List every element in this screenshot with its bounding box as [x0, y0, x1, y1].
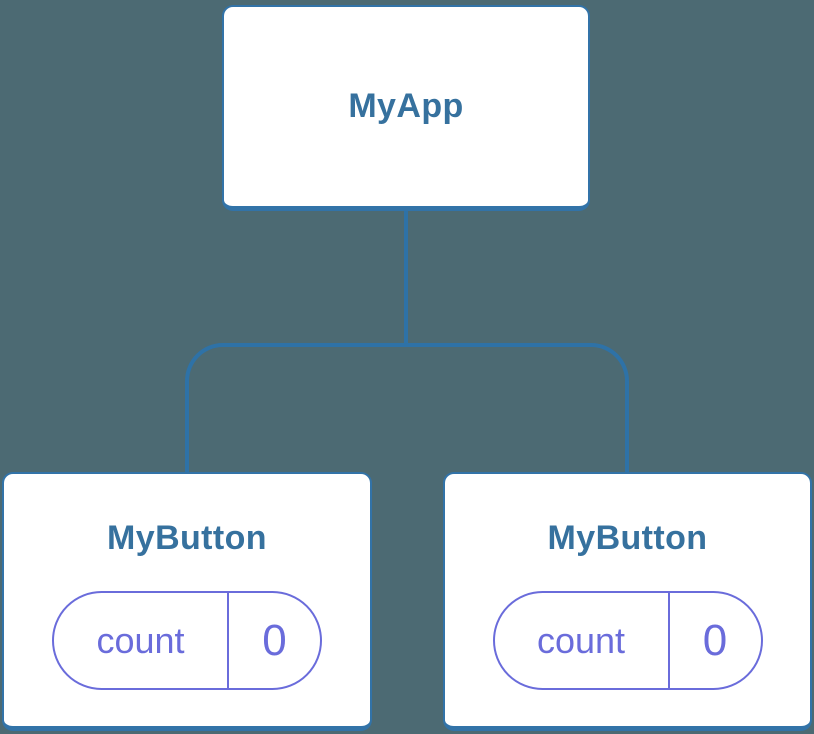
node-myapp: MyApp	[222, 5, 590, 211]
node-mybutton-left-label: MyButton	[107, 519, 267, 557]
node-mybutton-right-label: MyButton	[547, 519, 708, 557]
state-pill-right: count 0	[492, 591, 763, 690]
connector-stem-line	[404, 211, 408, 347]
state-key-left: count	[96, 619, 185, 661]
state-pill-left: count 0	[52, 591, 322, 690]
node-mybutton-right: MyButton count 0	[443, 472, 812, 731]
state-value-right: 0	[667, 593, 761, 688]
node-mybutton-left: MyButton count 0	[2, 472, 372, 731]
state-key-right: count	[536, 619, 626, 661]
state-value-left: 0	[227, 593, 320, 688]
connector-branch-bracket	[185, 343, 629, 472]
node-myapp-label: MyApp	[348, 87, 464, 125]
